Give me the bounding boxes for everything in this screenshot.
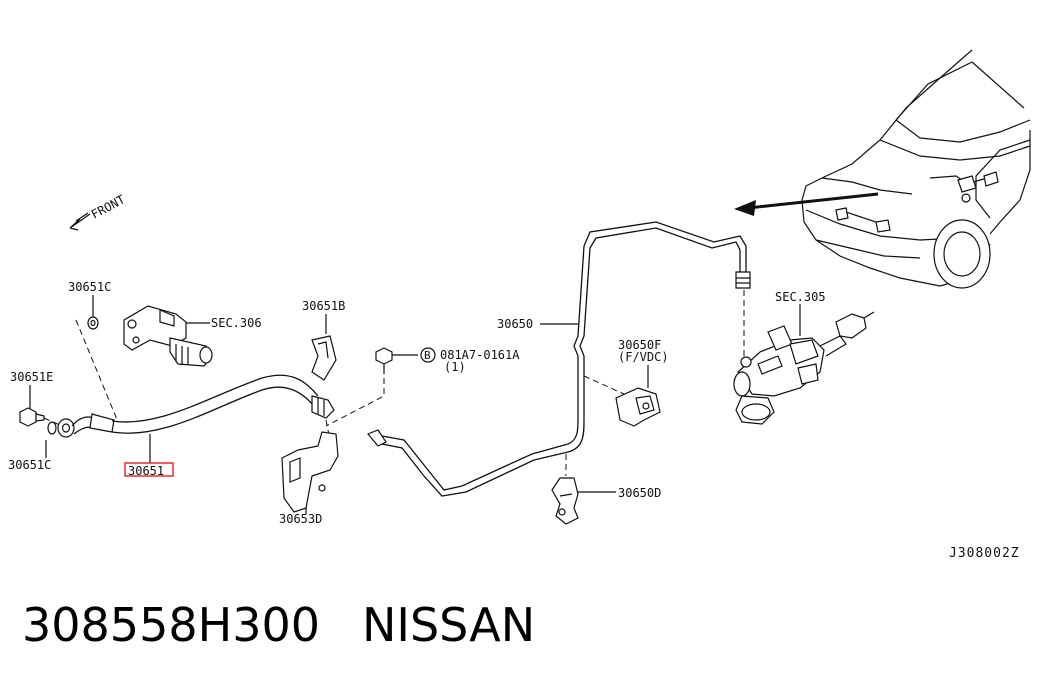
clutch-hose-icon bbox=[71, 374, 335, 435]
bolt-icon bbox=[375, 347, 393, 374]
label-30651C-top[interactable]: 30651C bbox=[68, 280, 111, 294]
bolt-icon bbox=[19, 407, 45, 427]
diagram-code: J308002Z bbox=[949, 546, 1020, 561]
bracket-icon bbox=[281, 431, 339, 513]
label-30650[interactable]: 30650 bbox=[497, 317, 533, 331]
label-30653D[interactable]: 30653D bbox=[279, 512, 322, 526]
label-bolt-qty: (1) bbox=[444, 360, 466, 374]
label-30650F-note: (F/VDC) bbox=[618, 350, 669, 364]
front-label: FRONT bbox=[89, 192, 127, 221]
vehicle-location-icon bbox=[801, 49, 1031, 289]
hose-clip-icon bbox=[311, 335, 337, 381]
label-30651B[interactable]: 30651B bbox=[302, 299, 345, 313]
label-30650F[interactable]: 30650F bbox=[618, 338, 661, 352]
front-arrow-icon bbox=[69, 212, 91, 231]
tube-clip-icon bbox=[551, 477, 579, 525]
parts-diagram: FRONT 30651C SEC.306 30651E 30651C bbox=[8, 49, 1031, 561]
label-bolt-code[interactable]: 081A7-0161A bbox=[440, 348, 520, 362]
callout-b-icon bbox=[420, 347, 436, 363]
location-arrow-icon bbox=[734, 192, 879, 216]
tube-clip-icon bbox=[615, 387, 661, 427]
brand-name: NISSAN bbox=[362, 598, 536, 652]
operating-cylinder-icon bbox=[123, 305, 213, 367]
label-bolt-symbol: B bbox=[424, 349, 431, 362]
page-title: 308558H300 NISSAN bbox=[22, 598, 535, 652]
label-30651E[interactable]: 30651E bbox=[10, 370, 53, 384]
part-number: 308558H300 bbox=[22, 598, 320, 652]
label-30650D[interactable]: 30650D bbox=[618, 486, 661, 500]
master-cylinder-icon bbox=[733, 311, 875, 425]
label-sec305[interactable]: SEC.305 bbox=[775, 290, 826, 304]
highlight-box-30651 bbox=[124, 462, 174, 477]
eye-fitting-icon bbox=[57, 418, 75, 438]
label-30651[interactable]: 30651 bbox=[128, 464, 164, 478]
washer-icon bbox=[87, 316, 99, 330]
washer-icon bbox=[47, 421, 57, 435]
label-30651C-bottom[interactable]: 30651C bbox=[8, 458, 51, 472]
label-sec306[interactable]: SEC.306 bbox=[211, 316, 262, 330]
clutch-tube-icon bbox=[367, 221, 751, 497]
